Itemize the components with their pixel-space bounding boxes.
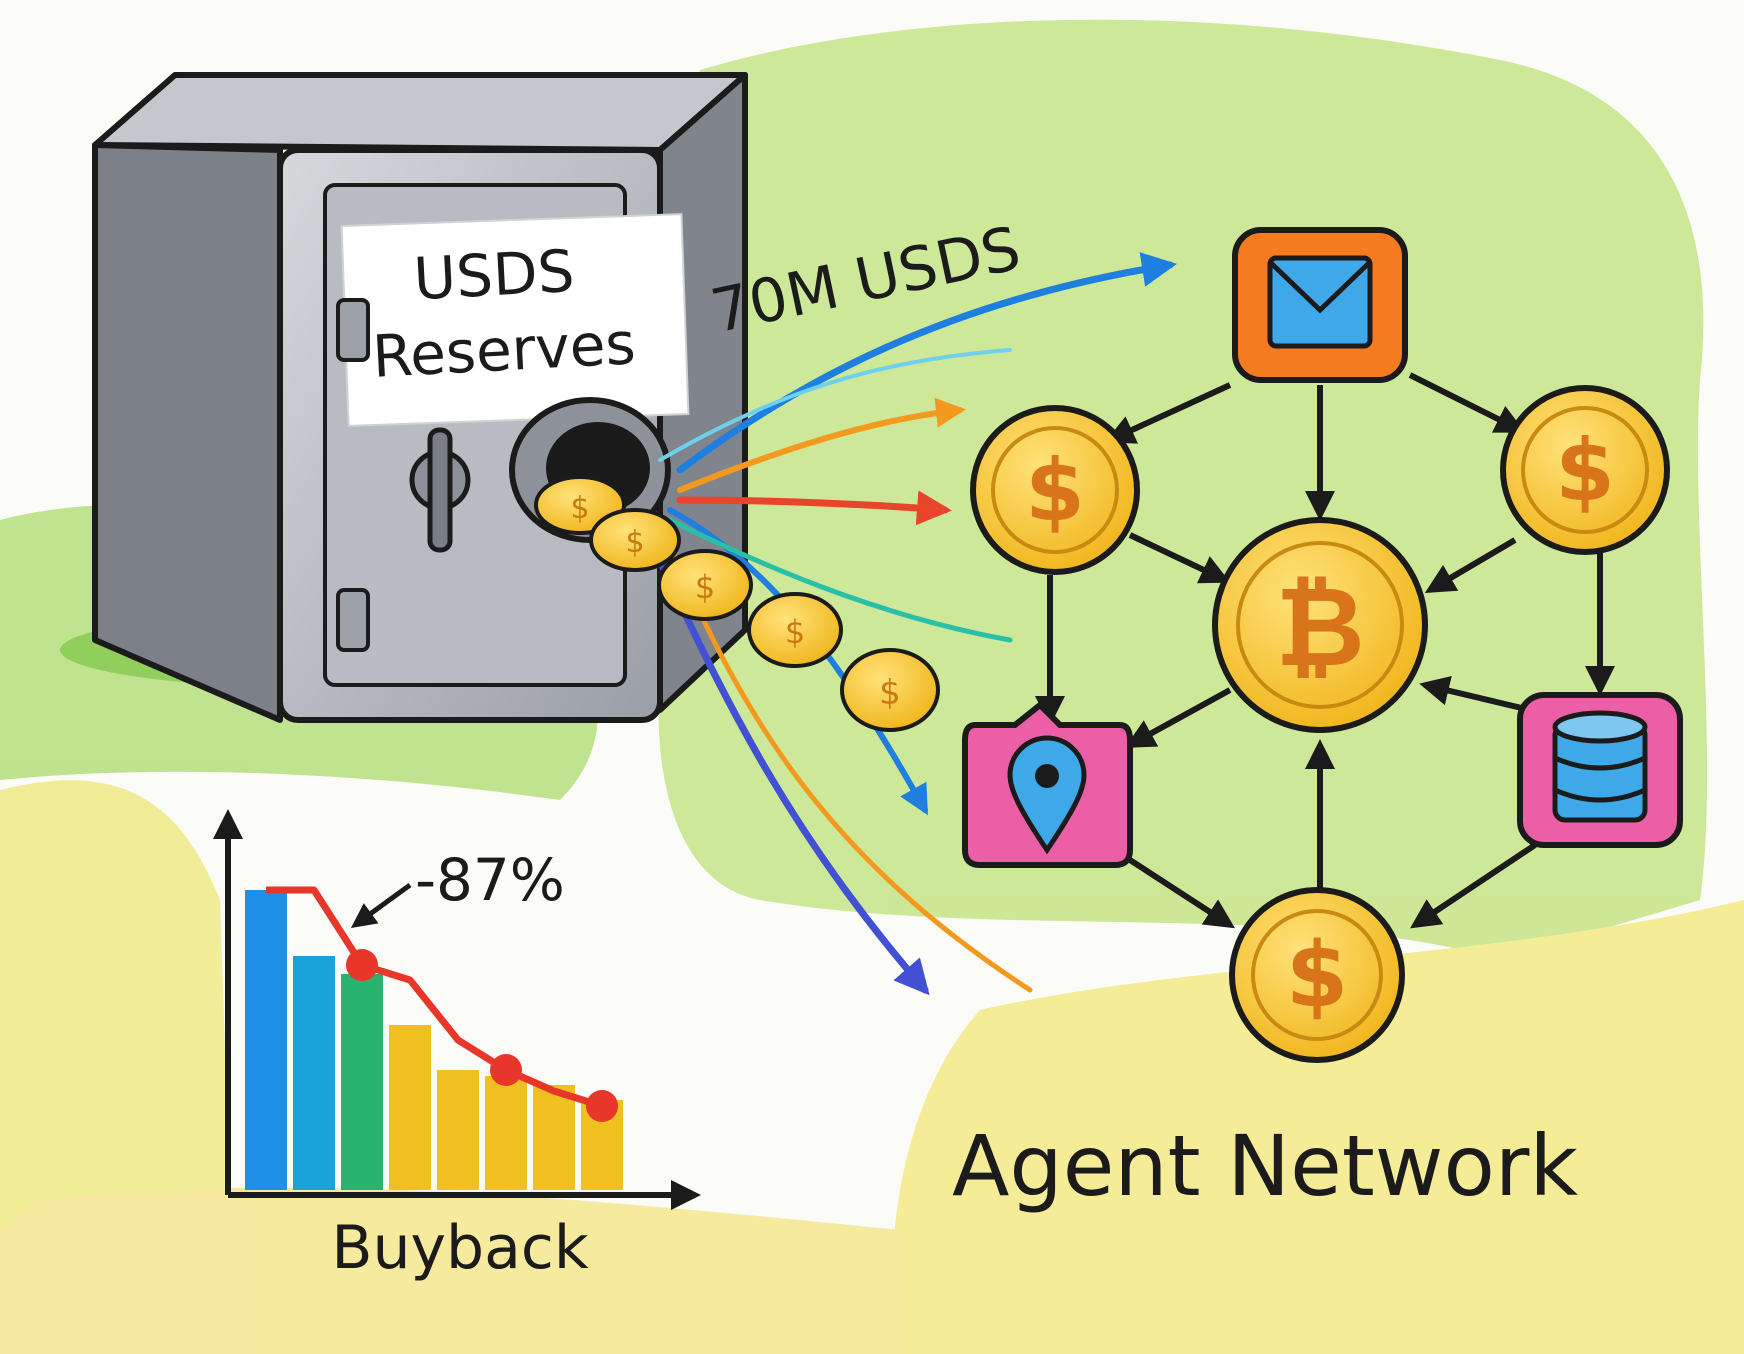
network-edges <box>1035 372 1615 929</box>
chart-line-point-3 <box>586 1090 618 1122</box>
chart-bar-1 <box>245 890 287 1190</box>
node-mail <box>1232 227 1408 383</box>
dollar-coin-icon: $ <box>1555 421 1615 521</box>
chart-bar-7 <box>533 1085 575 1190</box>
node-location <box>962 700 1133 868</box>
svg-text:$: $ <box>625 525 644 560</box>
buyback-chart: -87% Buyback <box>213 809 701 1283</box>
envelope-icon <box>1267 255 1373 349</box>
change-pointer-arrow <box>350 882 412 928</box>
dollar-coin-icon: $ <box>1025 441 1085 541</box>
node-coin-left: $ <box>970 405 1140 575</box>
vault-safe: USDS Reserves <box>60 72 748 723</box>
node-database <box>1517 692 1683 848</box>
chart-bar-4 <box>389 1025 431 1190</box>
chart-bar-3 <box>341 974 383 1190</box>
map-pin-icon <box>1007 735 1087 855</box>
chart-bar-6 <box>485 1076 527 1190</box>
svg-text:$: $ <box>879 673 901 713</box>
coin-stream-3: $ <box>657 549 753 621</box>
chart-trend-line <box>266 886 604 1110</box>
node-hub: ₿ <box>1212 517 1428 733</box>
chart-bar-5 <box>437 1070 479 1190</box>
node-coin-bottom: $ <box>1229 887 1405 1063</box>
coin-stream-5: $ <box>840 648 940 732</box>
buyback-change-label: -87% <box>415 846 565 914</box>
coin-stream-4: $ <box>747 592 843 668</box>
vault-label-line1: USDS <box>412 237 576 313</box>
dollar-coin-icon: $ <box>1286 923 1349 1028</box>
svg-text:$: $ <box>695 568 715 606</box>
chart-x-label: Buyback <box>331 1213 589 1283</box>
database-icon <box>1552 710 1648 823</box>
coin-stream-2: $ <box>589 508 681 572</box>
chart-line-point-2 <box>490 1054 522 1086</box>
vault-label-line2: Reserves <box>371 309 638 391</box>
svg-text:$: $ <box>570 491 589 526</box>
network-title: Agent Network <box>952 1117 1578 1215</box>
vault-hinge-bottom <box>336 588 370 652</box>
chart-line-point-1 <box>346 949 378 981</box>
vault-hinge-top <box>336 298 370 362</box>
node-coin-right: $ <box>1500 385 1670 555</box>
bitcoin-coin-icon: ₿ <box>1275 563 1365 691</box>
chart-bar-2 <box>293 956 335 1190</box>
escaping-coins: $ $ $ $ $ <box>534 475 940 732</box>
svg-text:$: $ <box>785 613 805 651</box>
vault-handle-icon <box>409 427 471 553</box>
